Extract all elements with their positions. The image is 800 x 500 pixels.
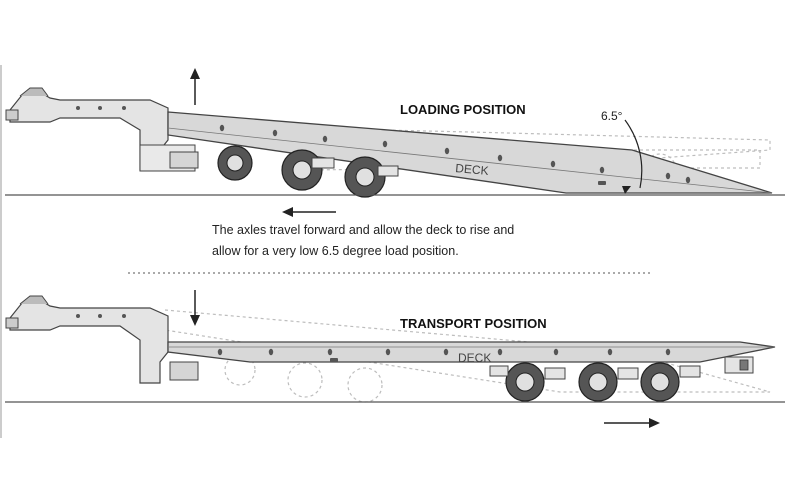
angle-arc bbox=[624, 119, 643, 189]
transport-position-title: TRANSPORT POSITION bbox=[400, 316, 547, 331]
transport-position-diagram: TRANSPORT POSITION DECK bbox=[5, 290, 785, 428]
loading-position-title: LOADING POSITION bbox=[400, 102, 526, 117]
right-arrow bbox=[604, 418, 660, 428]
caption-line-2: allow for a very low 6.5 degree load pos… bbox=[212, 244, 459, 258]
angle-label: 6.5° bbox=[601, 109, 623, 123]
wheels-loading bbox=[217, 145, 399, 198]
gooseneck-loading bbox=[5, 87, 199, 172]
gooseneck-transport bbox=[5, 295, 199, 384]
up-arrow bbox=[190, 68, 200, 105]
rear-bumper bbox=[724, 356, 754, 374]
tail-light bbox=[739, 359, 749, 371]
deck-label-loading: DECK bbox=[455, 161, 489, 178]
left-arrow bbox=[282, 207, 336, 217]
deck-rivets-transport bbox=[217, 348, 671, 362]
deck-rivets-loading bbox=[219, 124, 691, 185]
angle-arrowhead bbox=[622, 186, 631, 194]
wheels-transport bbox=[489, 362, 701, 402]
deck-label-transport: DECK bbox=[458, 351, 491, 365]
loading-position-diagram: LOADING POSITION DECK 6.5° bbox=[5, 68, 785, 217]
caption-line-1: The axles travel forward and allow the d… bbox=[212, 223, 514, 237]
deck-loading bbox=[167, 111, 773, 194]
down-arrow bbox=[190, 290, 200, 326]
